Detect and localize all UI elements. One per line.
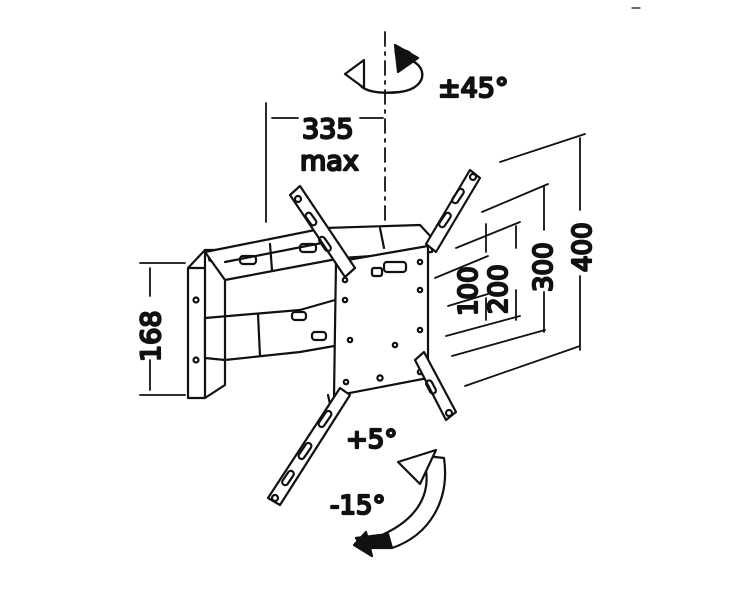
tilt-up-label: +5° <box>346 425 397 455</box>
rail-top-right <box>424 168 482 254</box>
height-value-label: 168 <box>136 310 167 362</box>
lower-arm <box>203 298 350 362</box>
extension-dimension <box>265 102 384 223</box>
extension-value-label: 335 <box>302 114 354 145</box>
rail-bottom-left <box>266 386 352 507</box>
vesa-dimension-lines <box>434 133 586 387</box>
vesa-300-label: 300 <box>529 242 559 292</box>
tilt-arrow <box>352 448 447 558</box>
tilt-down-label: -15° <box>330 491 385 521</box>
vesa-400-label: 400 <box>568 222 598 272</box>
extension-max-label: max <box>300 146 359 177</box>
rail-top-left <box>288 184 357 279</box>
vesa-100-label: 100 <box>454 266 484 316</box>
rail-bottom-right <box>413 350 458 422</box>
swivel-angle-label: ±45° <box>438 73 508 104</box>
height-dimension <box>139 262 186 396</box>
swivel-rotation-arrow <box>343 31 424 256</box>
vesa-200-label: 200 <box>484 264 514 314</box>
